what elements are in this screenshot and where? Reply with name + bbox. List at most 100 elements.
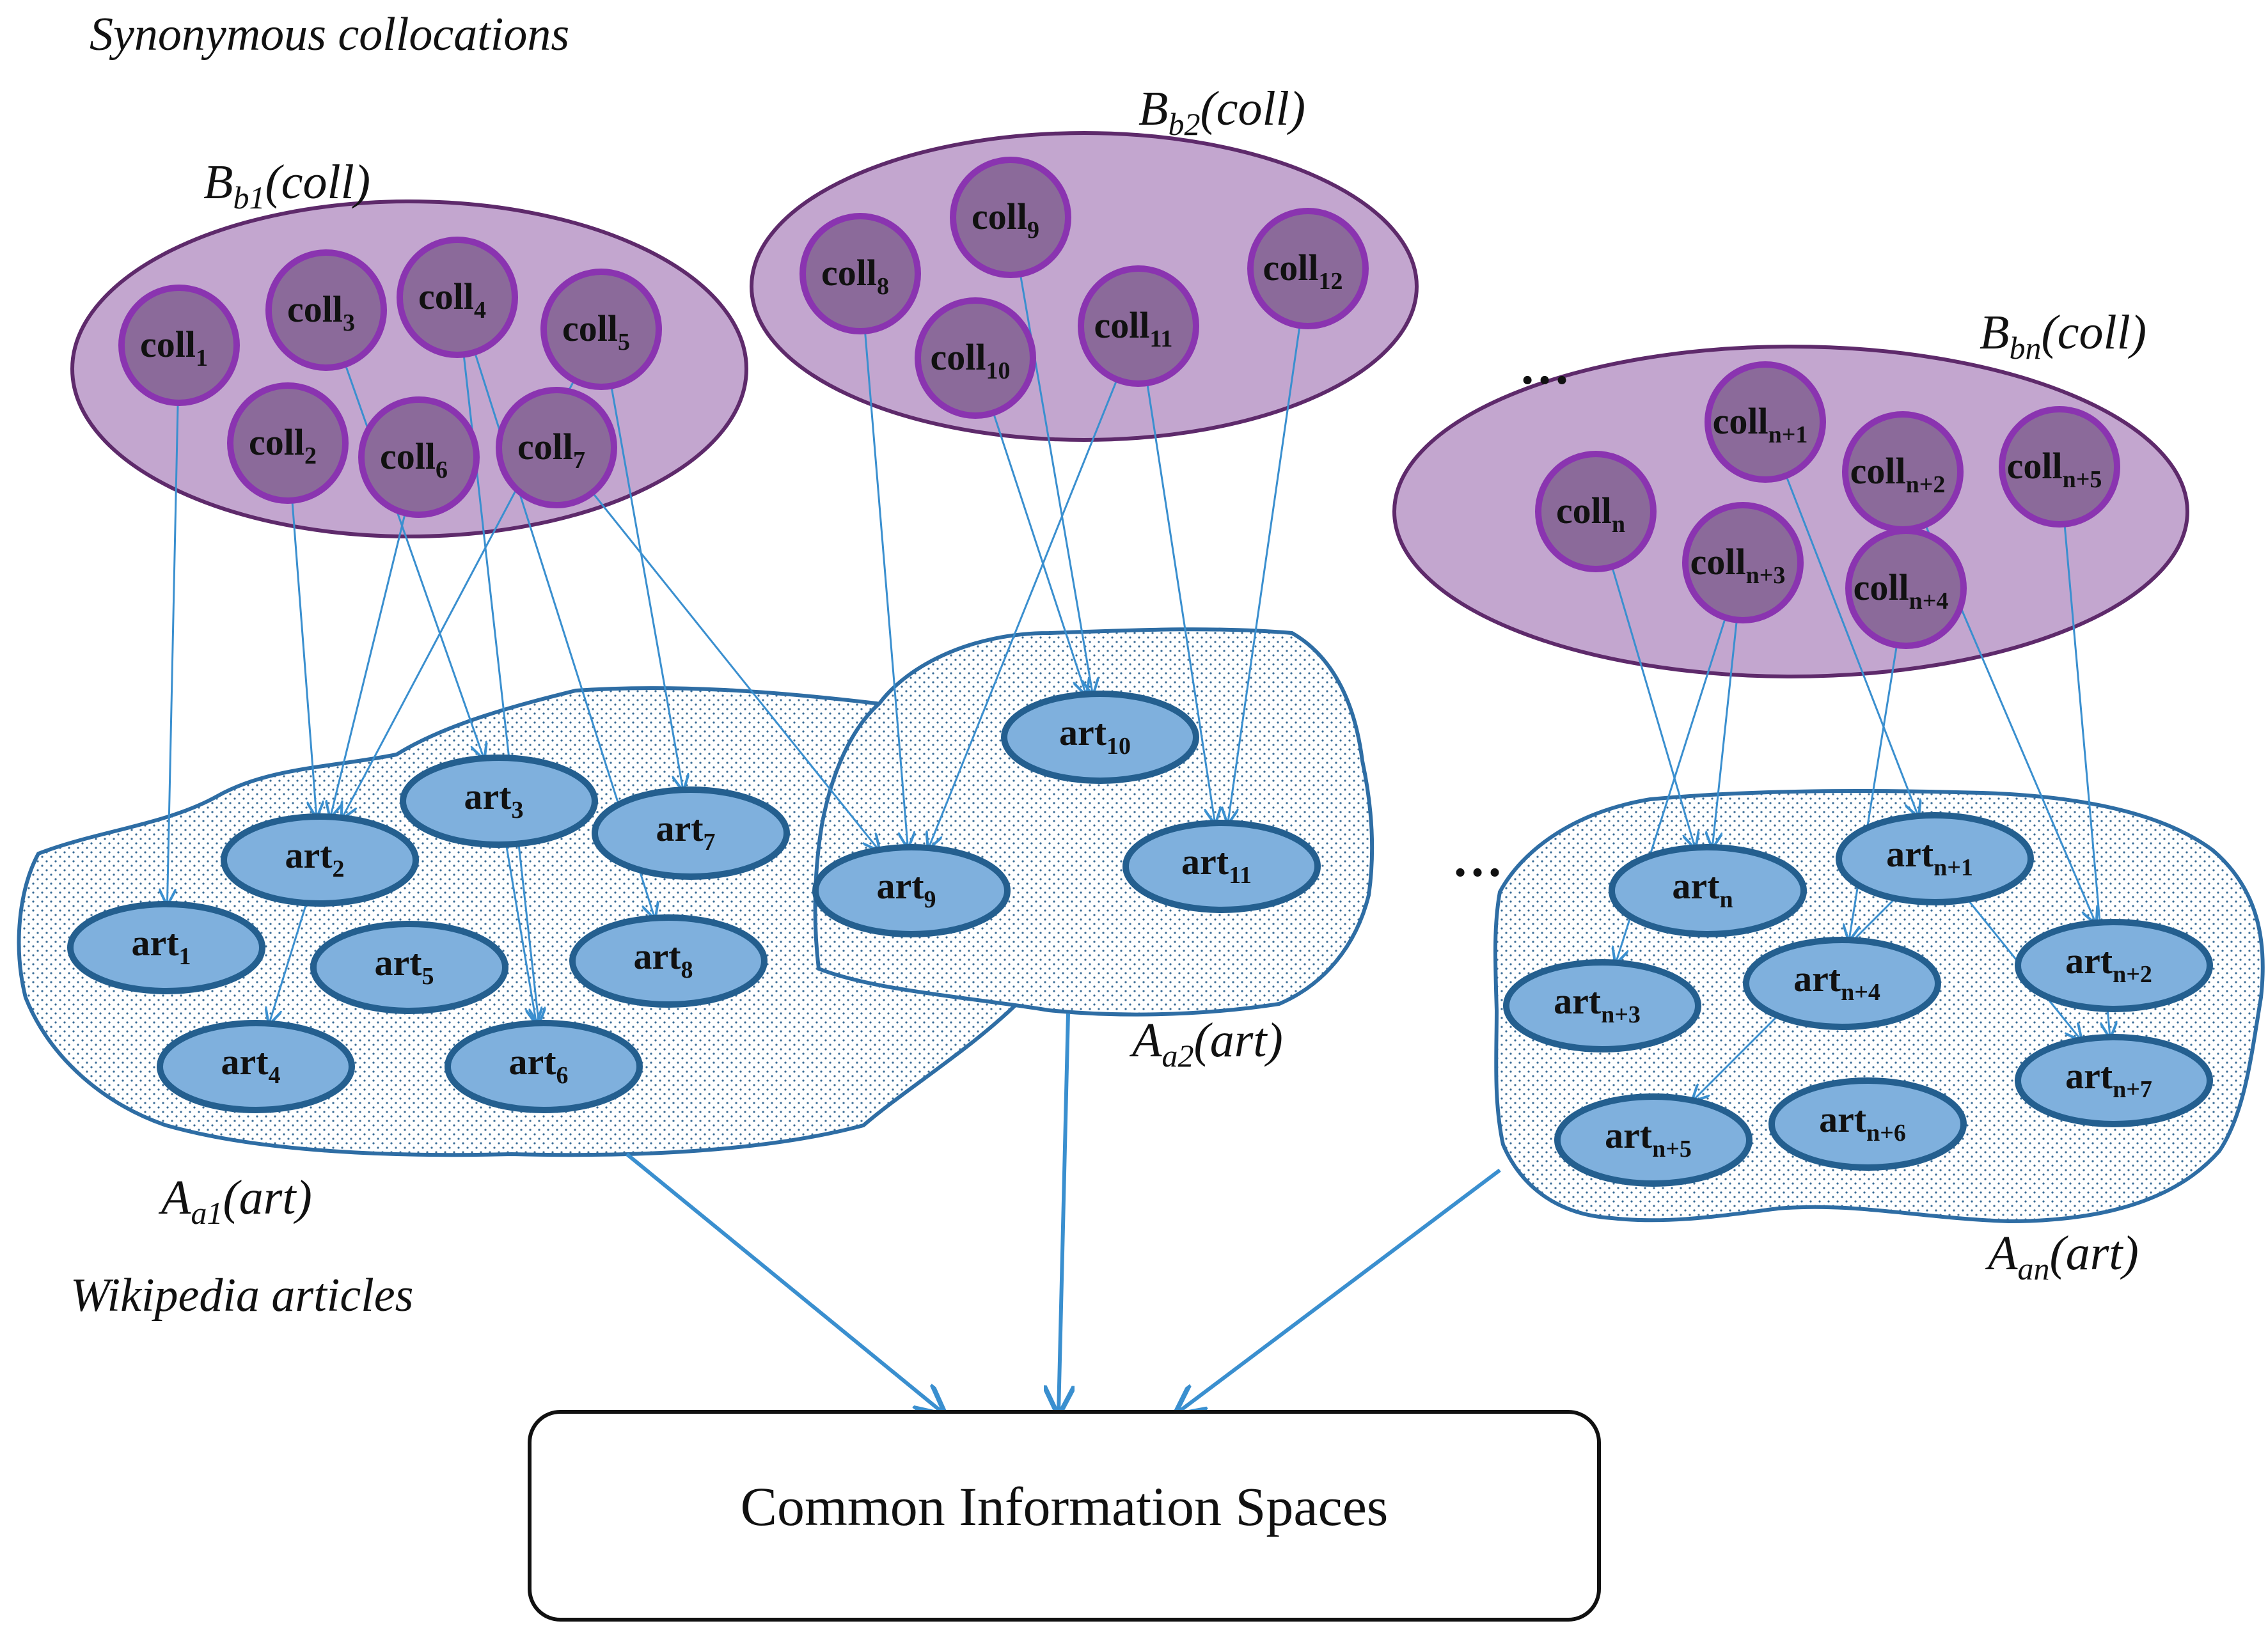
article-node-7: art7 <box>592 786 790 880</box>
svg-text:Aa2(art): Aa2(art) <box>1129 1013 1283 1074</box>
collocation-circle <box>496 387 617 508</box>
collocation-circle <box>1705 361 1826 483</box>
article-node-3: art3 <box>400 755 598 848</box>
article-label: artn+1 <box>1886 833 1973 881</box>
link-c11-to-a_9 <box>929 325 1140 848</box>
common-information-spaces-label: Common Information Spaces <box>741 1476 1389 1537</box>
collocation-label: coll9 <box>972 196 1039 244</box>
svg-text:Aa1(art): Aa1(art) <box>158 1171 312 1231</box>
article-ellipse <box>1768 1077 1967 1171</box>
collocation-node-n+4: colln+4 <box>1845 528 1967 649</box>
article-ellipse <box>1743 937 1941 1030</box>
svg-text:Bb2(coll): Bb2(coll) <box>1138 82 1305 142</box>
article-ellipse <box>67 901 265 994</box>
collocation-group-bn <box>1392 345 2189 678</box>
article-node-6: art6 <box>445 1020 643 1113</box>
collocation-node-9: coll9 <box>950 157 1071 278</box>
collocation-label: coll5 <box>562 308 630 356</box>
collocation-label: coll6 <box>380 435 448 483</box>
article-ellipse <box>157 1020 355 1113</box>
article-ellipse <box>1554 1093 1752 1187</box>
article-node-n+1: artn+1 <box>1836 812 2034 905</box>
collocation-label: coll2 <box>249 421 317 469</box>
article-ellipse <box>1836 812 2034 905</box>
collocation-label: colln <box>1556 490 1625 538</box>
article-label: art5 <box>374 942 434 990</box>
article-node-n+6: artn+6 <box>1768 1077 1967 1171</box>
collocation-circle <box>1845 528 1967 649</box>
collocation-label: colln+5 <box>2007 445 2102 493</box>
article-node-n+4: artn+4 <box>1743 937 1941 1030</box>
article-label: art10 <box>1059 712 1131 760</box>
article-ellipse <box>812 844 1011 937</box>
link-c11-to-a_11 <box>1137 325 1215 823</box>
article-ellipse <box>592 786 790 880</box>
arrow-a2-to-cis <box>1059 1013 1068 1413</box>
article-ellipse <box>310 921 508 1014</box>
article-label: art11 <box>1181 841 1252 889</box>
collocation-node-n+3: colln+3 <box>1682 502 1804 623</box>
link-c6-to-a_2 <box>331 457 420 817</box>
article-ellipse <box>2015 1034 2213 1127</box>
collocation-label: colln+3 <box>1690 541 1786 589</box>
article-node-n: artn <box>1609 844 1807 937</box>
article-label: art2 <box>285 834 344 882</box>
article-node-11: art11 <box>1122 820 1321 913</box>
collocation-node-12: coll12 <box>1247 208 1369 329</box>
collocation-label: coll11 <box>1094 304 1173 352</box>
collocation-circle <box>950 157 1071 278</box>
collocation-label: colln+4 <box>1854 567 1949 614</box>
article-label: artn+6 <box>1819 1099 1906 1146</box>
link-c8-to-a_9 <box>859 273 908 847</box>
article-node-4: art4 <box>157 1020 355 1113</box>
svg-text:Aan(art): Aan(art) <box>1985 1226 2139 1287</box>
article-label: artn+7 <box>2065 1055 2152 1103</box>
common-information-spaces-box <box>528 1410 1601 1622</box>
article-label: art7 <box>656 808 715 856</box>
link-c7-to-a_9 <box>555 447 879 850</box>
collocation-label: coll10 <box>931 336 1011 384</box>
article-ellipse <box>569 914 768 1008</box>
collocation-circle <box>118 285 240 406</box>
collocation-circle <box>397 237 518 358</box>
article-node-2: art2 <box>221 813 419 907</box>
collocation-circle <box>799 213 921 334</box>
label-b2: Bb2(coll) <box>1138 82 1305 142</box>
label-a1: Aa1(art) <box>158 1171 312 1231</box>
article-label: artn+3 <box>1554 980 1641 1028</box>
article-label: artn+5 <box>1605 1115 1692 1162</box>
link-cn1-to-a_n1 <box>1764 421 1918 816</box>
ellipsis-middle: … <box>1452 831 1503 888</box>
article-label: art4 <box>221 1041 280 1089</box>
collocation-circle <box>540 269 662 390</box>
collocation-node-5: coll5 <box>540 269 662 390</box>
article-label: art8 <box>633 935 693 983</box>
article-region-a2 <box>813 627 1374 1017</box>
collocation-label: coll7 <box>517 426 585 474</box>
collocation-node-n+2: colln+2 <box>1842 411 1964 533</box>
article-label: art9 <box>876 865 936 913</box>
link-c12-to-a_11 <box>1228 268 1309 823</box>
collocation-circle <box>1078 265 1199 387</box>
collocation-node-4: coll4 <box>397 237 518 358</box>
article-ellipse <box>1122 820 1321 913</box>
article-ellipse <box>400 755 598 848</box>
link-c3-to-a_3 <box>325 309 484 758</box>
article-ellipse <box>1503 959 1701 1052</box>
arrow-a1-to-cis <box>626 1152 943 1413</box>
collocation-node-n: colln <box>1535 451 1657 572</box>
article-label: artn+4 <box>1793 958 1880 1006</box>
svg-text:Bb1(coll): Bb1(coll) <box>203 155 370 215</box>
collocation-label: colln+1 <box>1713 400 1808 448</box>
collocation-circle <box>227 382 349 504</box>
article-ellipse <box>221 813 419 907</box>
collocation-node-n+1: colln+1 <box>1705 361 1826 483</box>
collocation-circle <box>1999 406 2120 528</box>
article-ellipse <box>1001 691 1199 784</box>
article-label: art3 <box>464 776 523 824</box>
collocation-label: coll8 <box>821 252 889 300</box>
link-a_2-to-a_4 <box>269 902 308 1023</box>
collocation-label: coll3 <box>287 288 355 336</box>
